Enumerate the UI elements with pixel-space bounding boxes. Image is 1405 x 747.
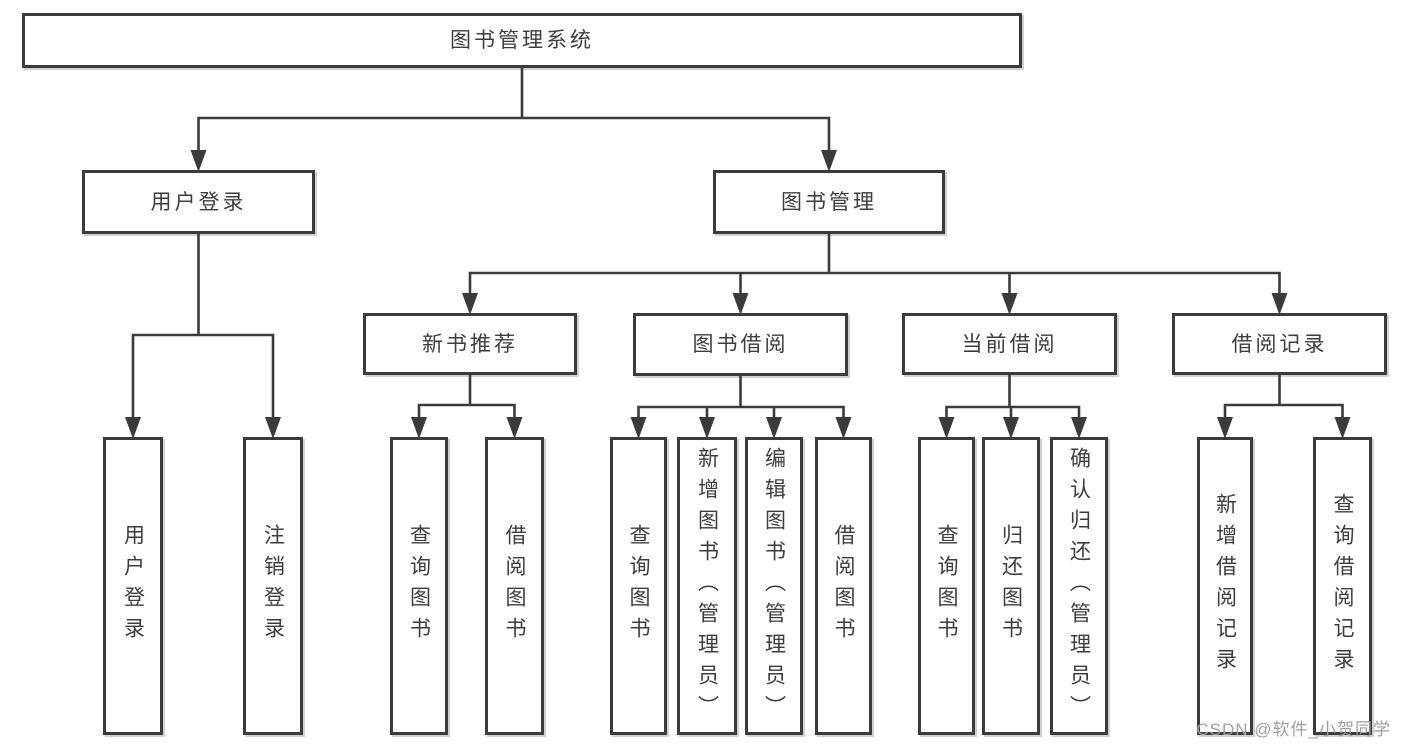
arrowhead-icon — [1217, 417, 1233, 439]
node-borrow-book-a: 借阅图书 — [485, 437, 544, 735]
node-label-edit-book: 编辑图书（管理员） — [762, 446, 786, 726]
node-label-book-mgmt: 图书管理 — [781, 190, 877, 214]
node-label-add-borrow-record: 新增借阅记录 — [1213, 493, 1237, 679]
edge-lines — [197, 68, 831, 154]
edge-group-current-borrow — [938, 375, 1087, 439]
node-label-borrow-book-a: 借阅图书 — [503, 524, 526, 648]
edge-group-user-login — [125, 234, 281, 439]
node-label-confirm-return: 确认归还（管理员） — [1067, 446, 1091, 726]
node-book-mgmt: 图书管理 — [713, 170, 945, 234]
node-label-new-book-rec: 新书推荐 — [422, 332, 518, 356]
edge-lines — [1223, 375, 1344, 421]
arrowhead-icon — [699, 417, 715, 439]
arrowhead-icon — [1071, 417, 1087, 439]
node-logout: 注销登录 — [243, 437, 303, 735]
node-borrow-book-b: 借阅图书 — [815, 437, 872, 735]
node-add-borrow-record: 新增借阅记录 — [1197, 437, 1253, 735]
edge-lines — [468, 234, 1281, 297]
node-label-user-login: 用户登录 — [150, 190, 247, 214]
node-label-query-borrow-record: 查询借阅记录 — [1331, 493, 1354, 679]
edge-lines — [131, 234, 275, 421]
node-edit-book: 编辑图书（管理员） — [745, 437, 803, 735]
arrowhead-icon — [1271, 293, 1288, 315]
node-query-book-b: 查询图书 — [610, 437, 667, 735]
arrowhead-icon — [462, 293, 478, 315]
arrowhead-icon — [125, 417, 141, 439]
node-label-logout: 注销登录 — [261, 524, 285, 648]
node-user-login: 用户登录 — [82, 170, 315, 234]
edge-lines — [945, 375, 1081, 421]
node-label-root: 图书管理系统 — [450, 29, 594, 52]
edge-lines — [637, 376, 845, 421]
node-label-query-book-a: 查询图书 — [407, 524, 431, 648]
node-query-book-a: 查询图书 — [390, 437, 448, 735]
node-label-query-book-b: 查询图书 — [627, 524, 650, 648]
node-label-query-book-c: 查询图书 — [935, 524, 958, 648]
arrowhead-icon — [1003, 417, 1019, 439]
arrowhead-icon — [835, 417, 852, 439]
edge-lines — [417, 375, 516, 421]
node-label-add-book: 新增图书（管理员） — [695, 446, 719, 726]
edge-group-book-borrow — [630, 376, 852, 439]
node-login: 用户登录 — [103, 437, 163, 735]
watermark: CSDN @软件_小贺同学 — [1196, 720, 1391, 739]
arrowhead-icon — [1334, 417, 1351, 439]
node-root: 图书管理系统 — [22, 13, 1022, 68]
arrowhead-icon — [1001, 293, 1018, 315]
arrowhead-icon — [190, 150, 207, 172]
node-label-return-book: 归还图书 — [999, 524, 1023, 648]
node-label-borrow-book-b: 借阅图书 — [832, 524, 855, 648]
node-label-login: 用户登录 — [121, 524, 145, 648]
arrowhead-icon — [265, 417, 281, 439]
node-label-current-borrow: 当前借阅 — [961, 332, 1058, 356]
arrowhead-icon — [732, 293, 749, 315]
arrowhead-icon — [506, 417, 523, 439]
node-query-borrow-record: 查询借阅记录 — [1313, 437, 1372, 735]
edge-group-book-mgmt — [462, 234, 1288, 315]
node-query-book-c: 查询图书 — [918, 437, 975, 735]
arrowhead-icon — [821, 150, 837, 172]
node-current-borrow: 当前借阅 — [902, 313, 1117, 375]
node-return-book: 归还图书 — [982, 437, 1040, 735]
node-label-borrow-records: 借阅记录 — [1231, 332, 1328, 356]
edge-group-borrow-records — [1217, 375, 1351, 439]
node-confirm-return: 确认归还（管理员） — [1050, 437, 1108, 735]
arrowhead-icon — [938, 417, 955, 439]
node-add-book: 新增图书（管理员） — [677, 437, 737, 735]
edge-group-root — [190, 68, 837, 172]
node-label-book-borrow: 图书借阅 — [692, 333, 789, 356]
node-borrow-records: 借阅记录 — [1172, 313, 1387, 375]
arrowhead-icon — [630, 417, 647, 439]
arrowhead-icon — [411, 417, 427, 439]
arrowhead-icon — [766, 417, 782, 439]
edge-group-new-book-rec — [411, 375, 523, 439]
node-book-borrow: 图书借阅 — [633, 313, 848, 376]
node-new-book-rec: 新书推荐 — [363, 313, 577, 375]
